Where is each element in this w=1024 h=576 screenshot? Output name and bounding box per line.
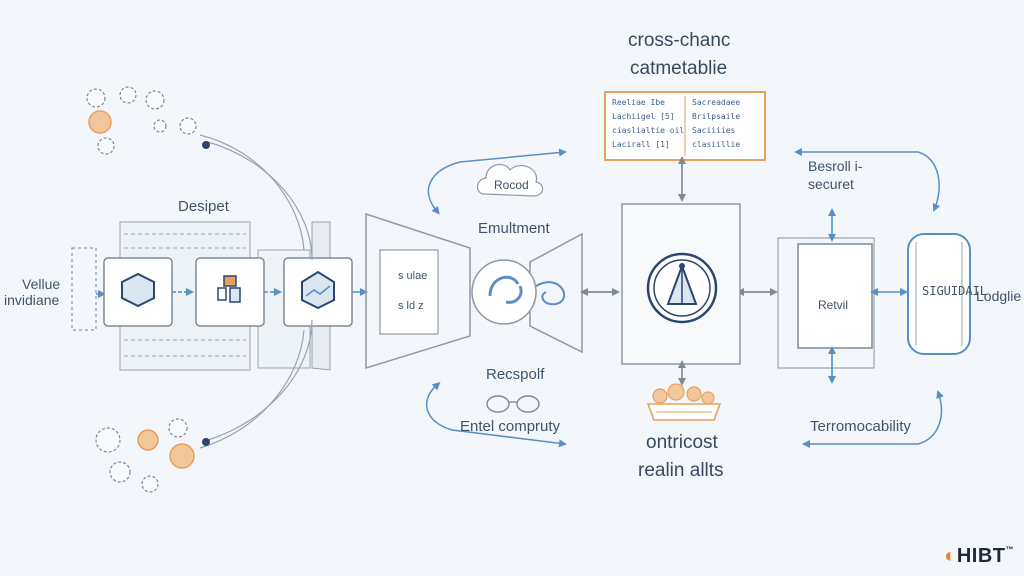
siguidal-cylinder [907, 233, 971, 355]
table-cell: Sacreadaee [692, 98, 741, 107]
ontricost-label-2: realin allts [638, 460, 724, 481]
table-cell: Lacirall [1] [612, 140, 670, 149]
table-cell: Reeliae Ibe [612, 98, 665, 107]
retvil-outer [777, 237, 875, 369]
brand-logo: ◐HIBT™ [944, 545, 1014, 568]
arrow-bottom-left [426, 382, 567, 448]
arrow-top-left [427, 148, 567, 215]
table-cell: Lachiigel [5] [612, 112, 675, 121]
table-cell: Saciiiies [692, 126, 736, 135]
entel-compruty-label: Entel compruty [460, 418, 561, 435]
lodglie-label: Lodglie [976, 288, 1022, 304]
funnel-box-text-2: s ld z [398, 300, 424, 312]
table-cell: Brilpsaile [692, 112, 741, 121]
arc-top [199, 134, 305, 251]
funnel-shape [365, 212, 583, 370]
node-cluster-top-left [86, 86, 197, 155]
glasses-icon [486, 395, 540, 413]
rocod-label: Rocod [494, 178, 529, 192]
title-line-1: cross-chanc [628, 30, 731, 51]
basket-icon [646, 383, 722, 421]
cube-icon [121, 272, 155, 308]
arrow-top-right [794, 148, 941, 212]
values-input-label-2: invidiane [4, 292, 60, 308]
terromocability-label: Terromocability [810, 418, 911, 435]
siguidal-label: SIGUIDAIL [922, 284, 988, 298]
recycle-icon [471, 259, 537, 325]
table-cell: ciaslialtie oil [612, 126, 685, 135]
ontricost-label-1: ontricost [646, 432, 718, 453]
retvil-label: Retvil [818, 298, 849, 312]
despet-label: Desipet [178, 198, 229, 215]
network-icon [646, 252, 718, 324]
retvil-box [797, 243, 873, 349]
step-box-2 [195, 257, 265, 327]
besroll-label-2: securet [808, 176, 854, 192]
funnel-box-text-1: s ulae [398, 270, 428, 282]
arc-bottom [199, 329, 305, 449]
step-box-1 [103, 257, 173, 327]
arrow-bottom-right [802, 390, 944, 448]
brand-name: HIBT [956, 545, 1006, 567]
values-input-label-1: Vellue [22, 276, 61, 292]
brand-trademark: ™ [1005, 545, 1014, 554]
brand-mark-icon: ◐ [944, 545, 957, 567]
shield-chart-icon [301, 270, 335, 310]
value-input-box [71, 247, 97, 331]
recspolf-label: Recspolf [486, 366, 545, 383]
besroll-label-1: Besroll i- [808, 158, 863, 174]
node-cluster-bottom-left [95, 418, 195, 493]
emultment-label: Emultment [478, 220, 550, 237]
title-line-2: catmetablie [630, 58, 728, 79]
bottle-icon [217, 275, 241, 303]
table-cell: clasiillie [692, 140, 741, 149]
step-box-3 [283, 257, 353, 327]
